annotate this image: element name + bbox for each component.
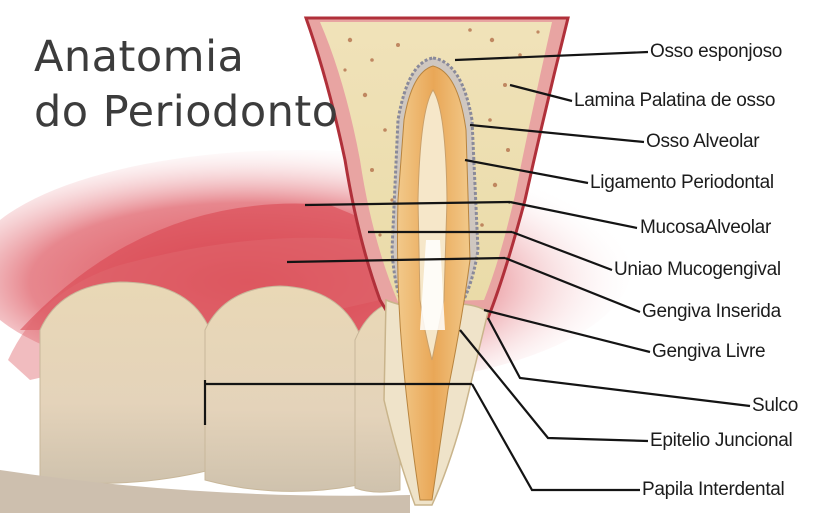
label-epitelio-juncional: Epitelio Juncional (650, 430, 792, 452)
label-papila-interdental: Papila Interdental (642, 479, 784, 501)
incisor-left (40, 282, 210, 483)
label-mucosa-alveolar: MucosaAlveolar (640, 217, 771, 239)
title-line-1: Anatomia (34, 30, 339, 85)
label-gengiva-livre: Gengiva Livre (652, 341, 765, 363)
title-line-2: do Periodonto (34, 85, 339, 140)
label-gengiva-inserida: Gengiva Inserida (642, 301, 781, 323)
label-lamina-palatina: Lamina Palatina de osso (574, 90, 775, 112)
label-uniao-mucogengival: Uniao Mucogengival (614, 259, 781, 281)
incisor-center (205, 286, 360, 491)
label-osso-esponjoso: Osso esponjoso (650, 41, 782, 63)
label-ligamento-periodontal: Ligamento Periodontal (590, 172, 774, 194)
label-sulco: Sulco (752, 395, 798, 417)
label-osso-alveolar: Osso Alveolar (646, 131, 759, 153)
leader-papila (472, 384, 640, 490)
diagram-title: Anatomia do Periodonto (34, 30, 339, 140)
